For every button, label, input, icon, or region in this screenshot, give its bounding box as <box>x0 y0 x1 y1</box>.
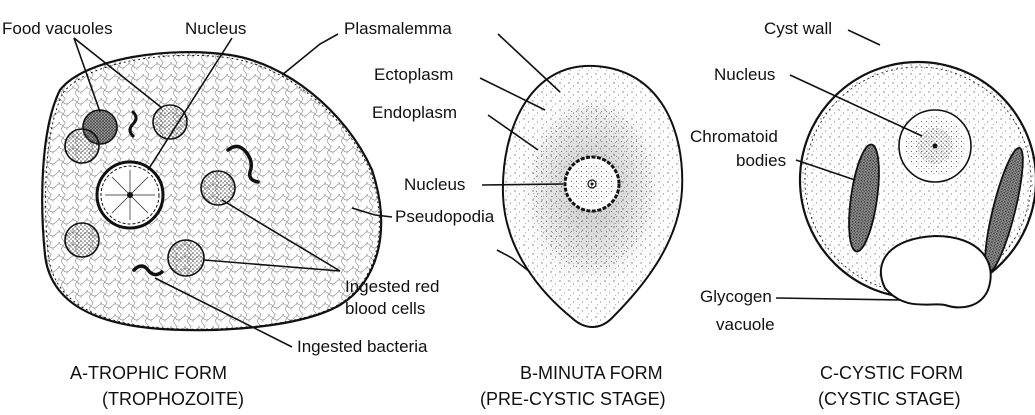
label-ectoplasm: Ectoplasm <box>374 65 453 84</box>
label-ingested-bacteria: Ingested bacteria <box>297 337 428 356</box>
caption-cystic-line1: C-CYSTIC FORM <box>820 363 963 383</box>
ingested-red-blood-cell <box>168 240 204 276</box>
caption-cystic-line2: (CYSTIC STAGE) <box>818 389 961 409</box>
caption-trophic-line2: (TROPHOZOITE) <box>102 389 244 409</box>
cystic-form: Cyst wall Nucleus Chromatoid bodies Glyc… <box>690 19 1035 409</box>
label-chromatoid-2: bodies <box>736 151 786 170</box>
label-minuta-nucleus: Nucleus <box>404 175 465 194</box>
label-plasmalemma: Plasmalemma <box>344 19 452 38</box>
trophic-nucleus <box>97 162 163 228</box>
label-cyst-wall: Cyst wall <box>764 19 832 38</box>
caption-minuta-line2: (PRE-CYSTIC STAGE) <box>480 389 666 409</box>
label-ingested-red-1: Ingested red <box>345 277 440 296</box>
glycogen-vacuole <box>881 236 991 307</box>
caption-trophic-line1: A-TROPHIC FORM <box>70 363 227 383</box>
caption-minuta-line1: B-MINUTA FORM <box>520 363 663 383</box>
label-glycogen-2: vacuole <box>716 315 775 334</box>
label-cyst-nucleus: Nucleus <box>714 65 775 84</box>
ingested-red-blood-cell <box>201 171 235 205</box>
label-endoplasm: Endoplasm <box>372 103 457 122</box>
food-vacuole <box>65 223 99 257</box>
label-ingested-red-2: blood cells <box>345 299 425 318</box>
cyst-nucleus <box>899 110 971 182</box>
label-glycogen-1: Glycogen <box>700 287 772 306</box>
label-chromatoid-1: Chromatoid <box>690 127 778 146</box>
food-vacuole <box>153 105 187 139</box>
label-trophic-nucleus: Nucleus <box>185 19 246 38</box>
label-food-vacuoles: Food vacuoles <box>2 19 113 38</box>
minuta-nucleus <box>565 157 619 211</box>
food-vacuole <box>65 129 99 163</box>
label-pseudopodia-a: Pseudopodia <box>395 207 495 226</box>
